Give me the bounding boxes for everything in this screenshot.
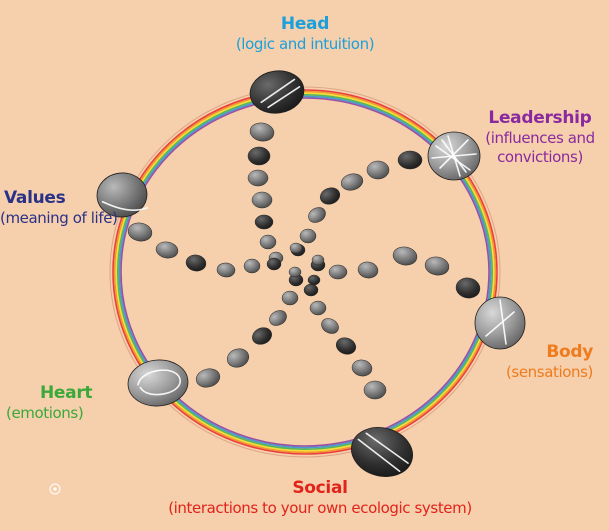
spiral-stone (281, 290, 299, 306)
stone-leadership-line-5 (441, 139, 467, 173)
label-values: Values (meaning of life) (0, 188, 130, 228)
label-leadership: Leadership (influences and convictions) (470, 108, 609, 167)
label-heart: Heart (emotions) (0, 383, 110, 423)
spiral-stone (289, 242, 303, 254)
stone-leadership-line-1 (435, 145, 471, 171)
spiral-stone (455, 277, 481, 299)
leadership-title: Leadership (488, 108, 592, 128)
spiral-stone (397, 150, 423, 170)
target-icon (49, 483, 61, 495)
spiral-stone (254, 214, 274, 230)
spiral-stone (321, 318, 339, 334)
ring-band-4 (117, 94, 493, 450)
spiral-stone (247, 169, 269, 187)
head-subtitle: (logic and intuition) (235, 35, 375, 54)
spiral-stone (363, 380, 387, 400)
spiral-stone (266, 257, 282, 271)
stone-social-line-2 (365, 432, 409, 464)
ring-band-2 (113, 90, 497, 454)
ring-band-1 (112, 89, 498, 455)
stone-heart (127, 359, 189, 407)
spiral-stone (127, 222, 153, 242)
marked-stones (96, 70, 526, 477)
spiral-stone (308, 207, 326, 223)
leadership-subtitle-line2: convictions) (497, 148, 583, 166)
body-subtitle: (sensations) (505, 363, 593, 382)
body-title: Body (546, 342, 593, 362)
spiral-stone (251, 191, 273, 209)
spiral-stone (303, 283, 319, 297)
social-title: Social (292, 478, 348, 498)
spiral-stone (247, 146, 271, 166)
spiral-stone (299, 228, 317, 244)
spiral-stone (249, 122, 275, 142)
spiral-stone (155, 241, 179, 259)
stone-social-line-1 (357, 438, 401, 473)
social-subtitle: (interactions to your own ecologic syste… (168, 499, 472, 518)
stone-body-line-1 (485, 311, 515, 337)
stone-head (249, 70, 305, 114)
label-social: Social (interactions to your own ecologi… (140, 478, 500, 518)
spiral-stone (351, 359, 373, 377)
stone-values (96, 172, 149, 218)
label-head: Head (logic and intuition) (205, 14, 405, 54)
rainbow-ring (109, 86, 501, 458)
spiral-stone (252, 327, 272, 345)
spiral-stone (243, 258, 261, 274)
label-body: Body (sensations) (460, 342, 593, 382)
stone-heart-line-1 (137, 369, 181, 396)
stone-body-line-2 (499, 299, 507, 345)
spiral-stone (307, 274, 321, 286)
ring-thin-outline (109, 86, 501, 458)
stone-body (474, 296, 526, 350)
stone-values-line-1 (101, 200, 149, 211)
spiral-stone (309, 300, 327, 316)
stone-arms (127, 122, 481, 400)
ring-band-6 (120, 97, 490, 447)
heart-title: Heart (40, 383, 93, 403)
stone-values-body (96, 172, 148, 218)
ring-band-5 (118, 95, 492, 449)
spiral-stone (366, 160, 390, 180)
stone-leadership (427, 131, 481, 181)
leadership-subtitle-line1: (influences and (485, 129, 595, 148)
values-title: Values (4, 188, 66, 208)
spiral-stone (269, 310, 287, 326)
spiral-stone (357, 261, 379, 279)
spiral-stone (195, 368, 221, 388)
spiral-stone (335, 337, 357, 355)
head-title: Head (280, 14, 330, 34)
spiral-stone (340, 173, 364, 191)
spiral-stone (311, 254, 325, 266)
spiral-stone (288, 266, 302, 278)
values-subtitle: (meaning of life) (0, 209, 118, 228)
spiral-stone (226, 348, 250, 368)
heart-subtitle: (emotions) (6, 404, 84, 423)
ring-band-3 (115, 92, 495, 452)
stone-head-line-1 (260, 78, 296, 104)
spiral-stone (328, 264, 348, 280)
stone-head-line-2 (267, 86, 301, 109)
stone-social-body (351, 427, 413, 477)
spiral-stone (319, 187, 341, 205)
spiral-stone (392, 246, 418, 266)
spiral-stone (424, 256, 450, 276)
stone-social (351, 427, 413, 477)
spiral-stone (185, 254, 207, 272)
spiral-stone (216, 262, 236, 278)
spiral-stone (259, 234, 277, 250)
